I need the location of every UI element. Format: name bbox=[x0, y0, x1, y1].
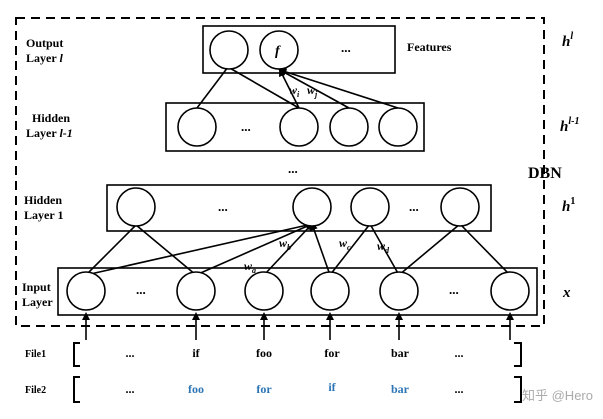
file1-token: if bbox=[192, 346, 200, 360]
hidden-top-neurons bbox=[177, 107, 418, 147]
hidden-top-layer-label-2: Layer l-1 bbox=[26, 126, 73, 140]
file2-tokens: ... foo for if bar ... bbox=[126, 380, 464, 396]
input-arrows bbox=[82, 312, 514, 340]
weight-wc: wc bbox=[339, 236, 351, 252]
dbn-boundary bbox=[15, 17, 545, 327]
hidden-top-layer-label: Hidden bbox=[32, 111, 70, 125]
weight-wi: wi bbox=[289, 83, 300, 99]
file1-token: foo bbox=[256, 346, 272, 360]
hidden-1-layer-label: Hidden bbox=[24, 193, 62, 207]
hidden-1-neuron bbox=[440, 187, 480, 227]
hidden-top-neuron bbox=[378, 107, 418, 147]
file2-token: foo bbox=[188, 382, 204, 396]
file1-token: ... bbox=[455, 346, 464, 360]
hidden-top-neuron bbox=[177, 107, 217, 147]
file1-label: File1 bbox=[25, 349, 46, 360]
hidden-1-layer-label-2: Layer 1 bbox=[24, 208, 63, 222]
input-ellipsis-a: ... bbox=[136, 282, 146, 297]
input-neuron bbox=[379, 271, 419, 311]
file2-right-bracket bbox=[514, 376, 522, 403]
file-brackets bbox=[73, 342, 522, 403]
hidden-top-ellipsis: ... bbox=[241, 119, 251, 134]
features-label: Features bbox=[407, 40, 452, 54]
file1-tokens: ... if foo for bar ... bbox=[126, 346, 464, 360]
output-neuron bbox=[209, 30, 249, 70]
file1-right-bracket bbox=[514, 342, 522, 367]
input-layer-label-2: Layer bbox=[22, 295, 53, 309]
file2-token: bar bbox=[391, 382, 410, 396]
output-neurons bbox=[209, 30, 299, 70]
hidden-1-ellipsis-b: ... bbox=[409, 199, 419, 214]
file2-left-bracket bbox=[73, 376, 80, 403]
hidden-1-neurons bbox=[116, 187, 480, 227]
file1-token: ... bbox=[126, 346, 135, 360]
input-neuron bbox=[176, 271, 216, 311]
input-ellipsis-b: ... bbox=[449, 282, 459, 297]
hidden-top-neuron bbox=[279, 107, 319, 147]
input-layer-label: Input bbox=[22, 280, 51, 294]
weight-wa: wa bbox=[244, 259, 256, 275]
input-layer-box bbox=[57, 267, 538, 316]
file2-label: File2 bbox=[25, 385, 46, 396]
file1-token: bar bbox=[391, 346, 410, 360]
dbn-label: DBN bbox=[528, 165, 562, 182]
hidden-top-h-label: hl-1 bbox=[560, 116, 579, 135]
file2-token: ... bbox=[126, 382, 135, 396]
hidden-1-layer-box bbox=[106, 184, 492, 232]
input-x-label: x bbox=[562, 285, 571, 301]
output-layer-box bbox=[202, 25, 396, 74]
file2-token: for bbox=[256, 382, 272, 396]
hidden-1-ellipsis-a: ... bbox=[218, 199, 228, 214]
input-neurons bbox=[66, 271, 530, 311]
output-ellipsis: ... bbox=[341, 40, 351, 55]
weight-wj: wj bbox=[307, 83, 318, 99]
hidden-1-h-label: h1 bbox=[562, 196, 575, 215]
input-neuron bbox=[244, 271, 284, 311]
weight-wd: wd bbox=[377, 239, 390, 255]
file2-token: if bbox=[328, 380, 336, 394]
input-neuron bbox=[490, 271, 530, 311]
f-symbol: f bbox=[275, 44, 281, 59]
file2-token: ... bbox=[455, 382, 464, 396]
hidden-1-neuron bbox=[116, 187, 156, 227]
output-layer-label: Output bbox=[26, 36, 63, 50]
file1-left-bracket bbox=[73, 342, 80, 367]
hidden-top-layer-box bbox=[165, 102, 425, 152]
output-layer-label-2: Layer l bbox=[26, 51, 63, 65]
hidden-1-neuron bbox=[350, 187, 390, 227]
input-neuron bbox=[310, 271, 350, 311]
hidden-1-neuron bbox=[292, 187, 332, 227]
connections-hidden-top-to-output bbox=[196, 66, 399, 109]
watermark: 知乎 @Hero bbox=[522, 388, 593, 403]
input-neuron bbox=[66, 271, 106, 311]
connections-input-to-hidden-1 bbox=[85, 221, 511, 276]
file1-token: for bbox=[324, 346, 340, 360]
hidden-top-neuron bbox=[329, 107, 369, 147]
output-neuron-f bbox=[259, 30, 299, 70]
output-h-label: hl bbox=[562, 31, 573, 50]
weight-wb: wb bbox=[279, 236, 291, 252]
between-layers-dots: ... bbox=[288, 161, 298, 176]
